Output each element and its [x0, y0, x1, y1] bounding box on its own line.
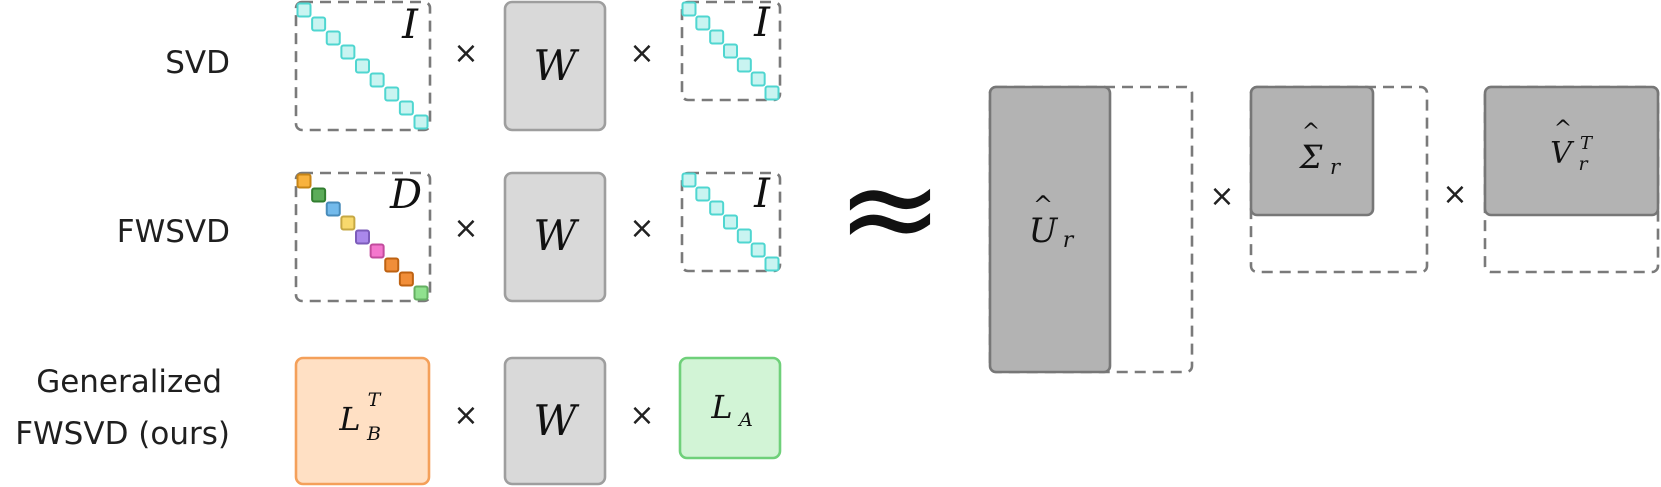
diagonal-cell — [398, 271, 414, 287]
row-label-fwsvd: FWSVD — [117, 214, 230, 250]
diagonal-cell — [296, 173, 312, 189]
diagonal-cell — [384, 86, 400, 102]
diagonal-cell — [681, 172, 697, 188]
times-operator: × — [453, 211, 478, 246]
diagonal-cell — [413, 285, 429, 301]
diagonal-cell — [709, 29, 725, 45]
diagonal-cell — [355, 229, 370, 245]
diagonal-cell — [369, 72, 385, 88]
diagonal-cell — [736, 228, 752, 244]
identity-symbol: I — [753, 171, 771, 217]
row-label-generalized-line1: Generalized — [36, 364, 222, 400]
sigma-symbol: Σ — [1299, 138, 1323, 176]
diagonal-cell — [681, 1, 697, 17]
times-operator: × — [629, 211, 654, 246]
diagonal-cell — [413, 114, 429, 130]
weight-symbol: W — [533, 396, 580, 445]
u-r-matrix: U ^ r — [988, 85, 1194, 374]
v-hat: ^ — [1554, 117, 1572, 142]
diagonal-cell — [736, 57, 752, 73]
u-hat: ^ — [1033, 191, 1053, 219]
diagonal-cell — [750, 242, 766, 258]
weight-symbol: W — [533, 41, 580, 90]
times-operator: × — [629, 398, 654, 433]
la-symbol: L — [710, 388, 732, 426]
svd-left-identity-matrix: I — [294, 0, 432, 132]
diagonal-cell — [764, 85, 780, 101]
times-operator: × — [1442, 177, 1467, 212]
fwsvd-right-identity-matrix: I — [680, 171, 782, 273]
diagonal-cell — [325, 30, 341, 46]
la-matrix: L A — [678, 356, 782, 460]
diagonal-cell — [695, 186, 711, 202]
sigma-r-matrix: Σ ^ r — [1249, 85, 1429, 274]
approx-symbol: ≈ — [836, 134, 943, 283]
lb-transpose-matrix: L T B — [294, 356, 431, 486]
identity-diagonal — [296, 2, 429, 130]
diagonal-cell — [311, 16, 327, 32]
times-operator: × — [1209, 179, 1234, 214]
v-r-transpose-matrix: V ^ T r — [1483, 85, 1660, 274]
diagonal-cell — [709, 200, 725, 216]
weight-symbol: W — [533, 211, 580, 260]
times-operator: × — [629, 36, 654, 71]
diagonal-cell — [355, 58, 370, 74]
diagonal-cell — [384, 257, 400, 273]
u-symbol: U — [1029, 211, 1059, 251]
colored-diagonal — [296, 173, 429, 301]
diagonal-cell — [340, 44, 356, 60]
identity-symbol: I — [401, 2, 419, 48]
row-label-generalized-line2: FWSVD (ours) — [15, 416, 230, 452]
v-symbol: V — [1550, 136, 1575, 171]
la-subscript: A — [737, 409, 753, 431]
lb-symbol: L — [338, 400, 360, 438]
svd-weight-matrix: W — [503, 0, 607, 132]
identity-symbol: I — [753, 0, 771, 46]
fwsvd-weight-matrix: W — [503, 171, 607, 303]
lb-superscript: T — [368, 389, 382, 411]
svd-right-identity-matrix: I — [680, 0, 782, 102]
sigma-hat: ^ — [1302, 120, 1320, 145]
diagonal-cell — [764, 256, 780, 272]
v-superscript: T — [1580, 133, 1594, 154]
diagonal-cell — [723, 214, 738, 230]
diagonal-cell — [723, 43, 738, 59]
fwsvd-left-weight-diagonal-matrix: D — [294, 171, 432, 303]
generalized-weight-matrix: W — [503, 356, 607, 486]
identity-diagonal — [681, 1, 780, 101]
d-symbol: D — [389, 172, 422, 218]
diagonal-cell — [325, 201, 341, 217]
row-label-svd: SVD — [165, 45, 230, 81]
diagonal-cell — [340, 215, 356, 231]
identity-diagonal — [681, 172, 780, 272]
diagonal-cell — [750, 71, 766, 87]
diagonal-cell — [296, 2, 312, 18]
times-operator: × — [453, 36, 478, 71]
diagonal-cell — [311, 187, 327, 203]
diagonal-cell — [398, 100, 414, 116]
u-subscript: r — [1063, 228, 1075, 253]
diagonal-cell — [695, 15, 711, 31]
lb-subscript: B — [366, 423, 381, 445]
diagonal-cell — [369, 243, 385, 259]
times-operator: × — [453, 398, 478, 433]
sigma-subscript: r — [1330, 155, 1342, 179]
v-subscript: r — [1578, 153, 1589, 175]
